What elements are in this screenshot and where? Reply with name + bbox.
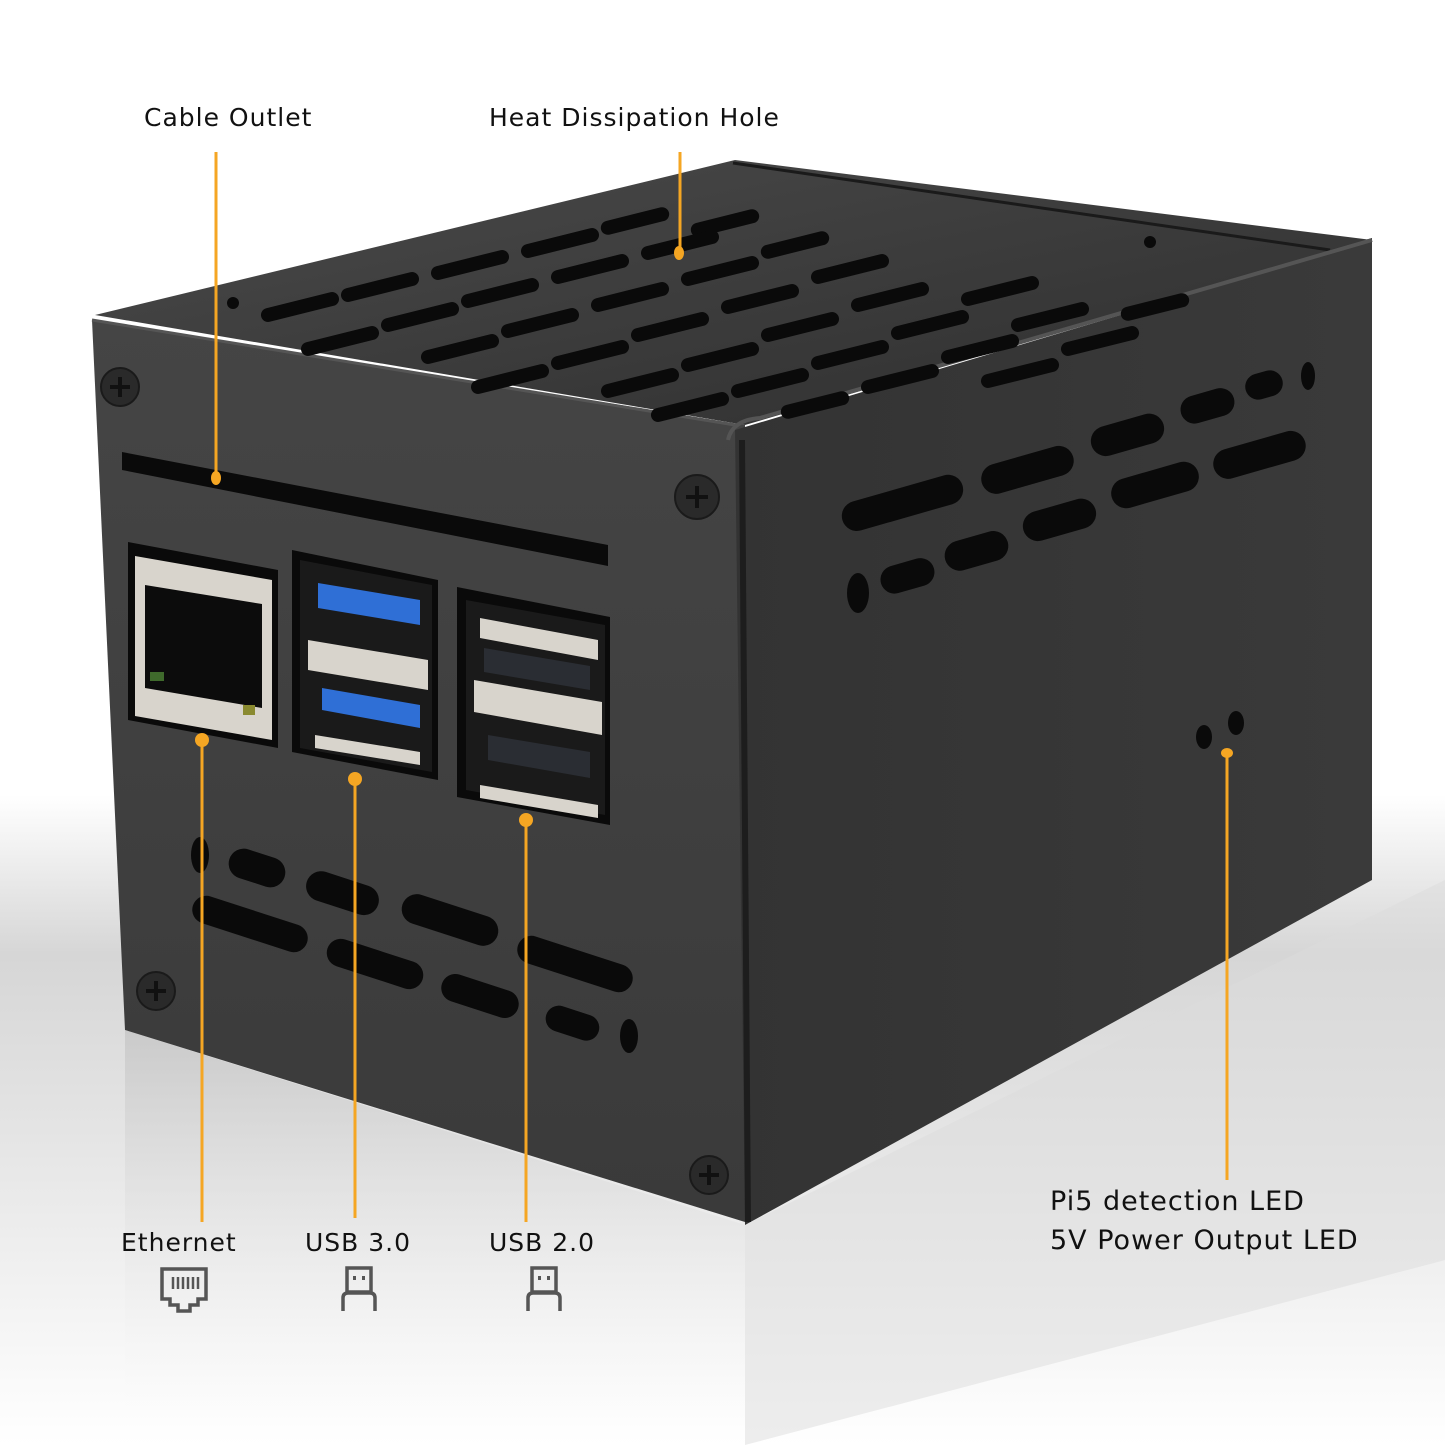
cable-outlet-slot: [122, 452, 608, 566]
usb2-label: USB 2.0: [489, 1228, 596, 1257]
heat-dissipation-label: Heat Dissipation Hole: [489, 103, 780, 132]
usb3-ports: [292, 550, 438, 780]
ethernet-label: Ethernet: [121, 1228, 237, 1257]
top-vent-holes: [227, 207, 1190, 422]
case-top-face: [95, 160, 1372, 425]
case-side-face: [735, 240, 1372, 1225]
usb2-plug-icon: [526, 1266, 562, 1311]
ethernet-port-icon: [160, 1267, 208, 1313]
power-output-led-label: 5V Power Output LED: [1050, 1225, 1359, 1256]
front-vent-holes: [191, 837, 638, 1053]
usb2-ports: [457, 587, 610, 825]
pi5-detection-led-label: Pi5 detection LED: [1050, 1186, 1305, 1217]
usb3-plug-icon: [341, 1266, 377, 1311]
callout-lines: [195, 152, 1233, 1222]
side-vent-holes: [841, 362, 1315, 613]
led-callout-label: Pi5 detection LED 5V Power Output LED: [1050, 1182, 1359, 1260]
usb3-label: USB 3.0: [305, 1228, 412, 1257]
cable-outlet-label: Cable Outlet: [144, 103, 313, 132]
ethernet-port: [128, 542, 278, 748]
led-holes: [1196, 711, 1244, 749]
